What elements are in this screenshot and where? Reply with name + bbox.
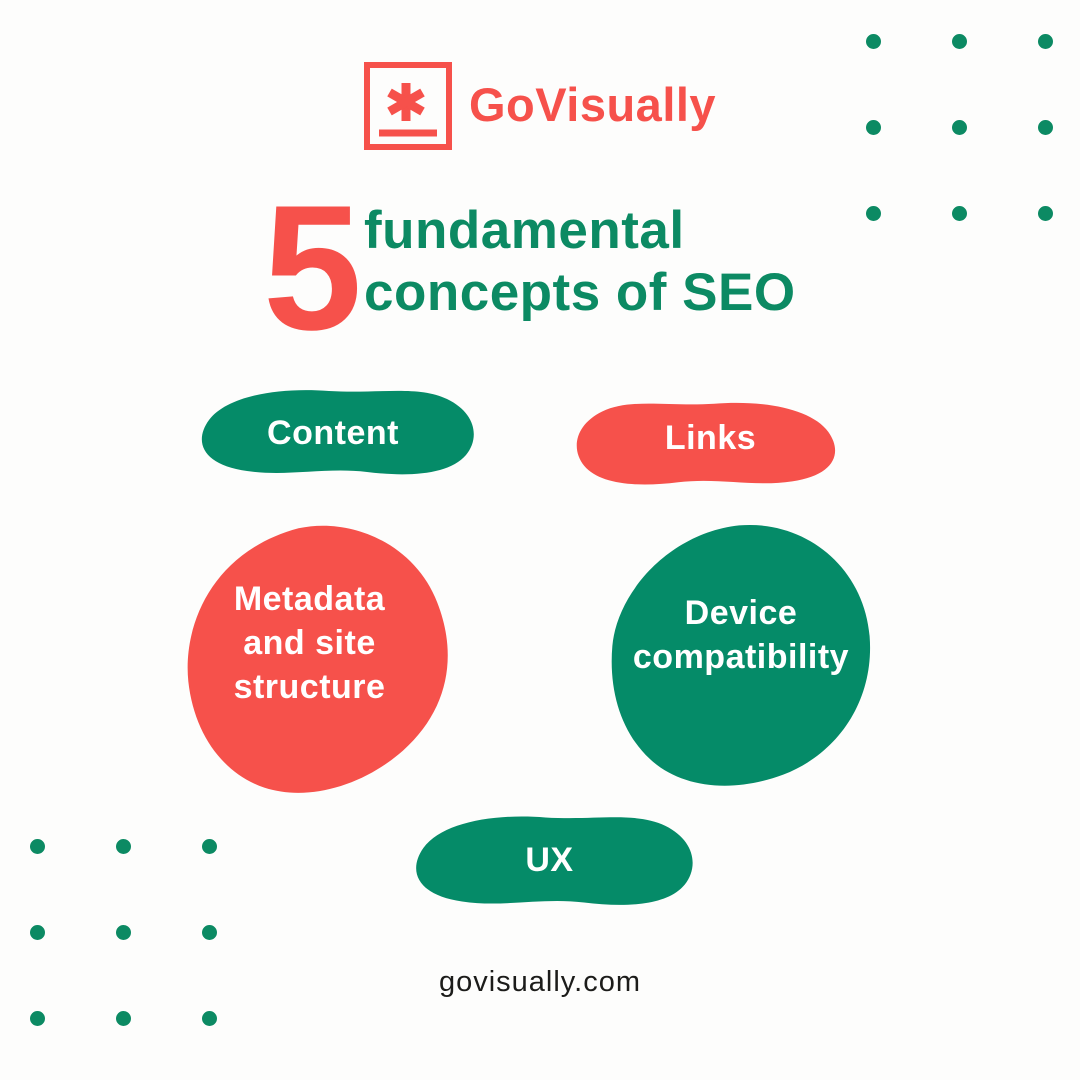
dot [952, 206, 967, 221]
concept-label-ux: UX [525, 841, 574, 879]
concept-label-device: Device compatibility [597, 591, 885, 679]
dot [30, 1011, 45, 1026]
dot [116, 839, 131, 854]
concept-label-line: Device [684, 593, 798, 632]
dot-grid-top-right [866, 34, 1053, 221]
dot [116, 925, 131, 940]
asterisk-square-icon [364, 62, 452, 150]
logo: GoVisually [364, 62, 716, 150]
concept-label-metadata: Metadata and site structure [167, 577, 452, 709]
concept-label-line: compatibility [632, 637, 850, 676]
blob-shape [187, 525, 448, 793]
concept-blob-content: Content [183, 382, 483, 482]
title-number: 5 [263, 168, 362, 367]
dot [116, 1011, 131, 1026]
concept-blob-device: Device compatibility [597, 518, 885, 796]
concept-label-line: Metadata [233, 580, 386, 619]
dot [202, 1011, 217, 1026]
dot [1038, 34, 1053, 49]
dot [30, 839, 45, 854]
page-title-line2: concepts of SEO [364, 263, 796, 322]
blob-shape [416, 816, 693, 905]
concept-label-line: and site [243, 624, 376, 663]
dot [30, 925, 45, 940]
blob-shape [201, 390, 474, 475]
dot [866, 206, 881, 221]
dot [866, 34, 881, 49]
dot [952, 34, 967, 49]
dot [202, 839, 217, 854]
concept-blob-metadata: Metadata and site structure [175, 515, 460, 800]
concept-label-line: structure [233, 668, 386, 707]
dot [1038, 120, 1053, 135]
blob-shape [611, 524, 871, 786]
dot-grid-bottom-left [30, 839, 217, 1026]
brand-name: GoVisually [469, 77, 717, 131]
concept-label-content: Content [267, 413, 399, 452]
concept-blob-links: Links [568, 395, 853, 492]
concept-blob-ux: UX [397, 808, 702, 913]
website-url: govisually.com [438, 966, 642, 998]
dot [952, 120, 967, 135]
blob-shape [576, 402, 836, 485]
page-title-line1: fundamental [364, 201, 685, 260]
dot [1038, 206, 1053, 221]
page-title: fundamental concepts of SEO [364, 200, 796, 324]
concept-label-links: Links [664, 419, 757, 457]
dot [866, 120, 881, 135]
dot [202, 925, 217, 940]
